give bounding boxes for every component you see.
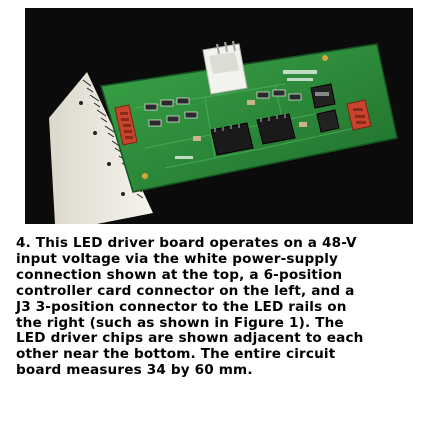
board-illustration	[25, 8, 413, 224]
ruler	[49, 72, 153, 224]
driver-chips	[210, 113, 296, 156]
smd-components	[142, 55, 328, 179]
connector-6-position	[114, 104, 138, 146]
power-supply-connector	[202, 40, 248, 95]
power-transistors	[310, 83, 340, 133]
figure-caption: 4. This LED driver board operates on a 4…	[16, 235, 364, 379]
connector-j3-3-position	[346, 99, 372, 131]
board-photo	[25, 8, 413, 224]
